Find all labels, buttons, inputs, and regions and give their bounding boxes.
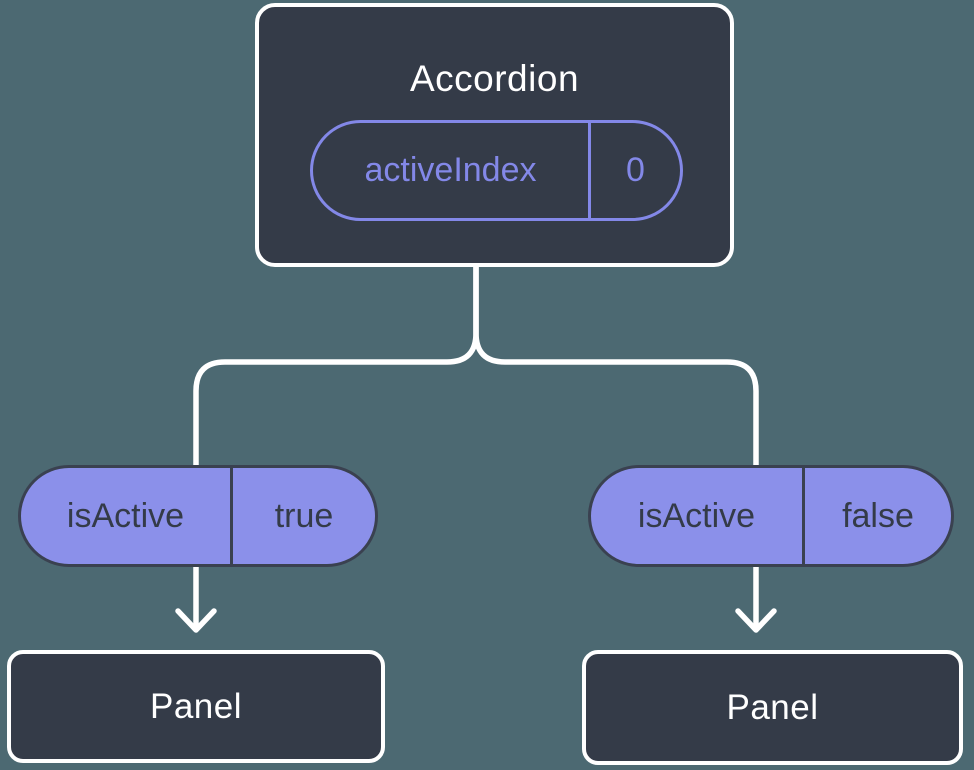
connector-right-branch — [473, 261, 759, 630]
panel-node-left: Panel — [7, 650, 385, 763]
arrowhead-left-icon — [175, 608, 217, 633]
panel-node-title: Panel — [726, 687, 819, 727]
prop-name-label: activeIndex — [313, 123, 591, 218]
prop-value-label: false — [842, 496, 914, 535]
panel-node-right: Panel — [582, 650, 963, 765]
prop-value-label: 0 — [626, 151, 645, 189]
arrowhead-right-icon — [735, 608, 777, 633]
connector-left-branch — [193, 261, 479, 630]
panel-node-title: Panel — [149, 686, 243, 726]
active-index-prop-pill: activeIndex 0 — [310, 120, 683, 221]
prop-name-label: isActive — [591, 468, 805, 564]
prop-name-label: isActive — [21, 468, 233, 564]
accordion-node-title: Accordion — [409, 58, 580, 99]
accordion-node: Accordion activeIndex 0 — [255, 3, 734, 267]
prop-value-label: true — [274, 496, 334, 535]
is-active-pill-false: isActive false — [588, 465, 954, 567]
is-active-pill-true: isActive true — [18, 465, 378, 567]
